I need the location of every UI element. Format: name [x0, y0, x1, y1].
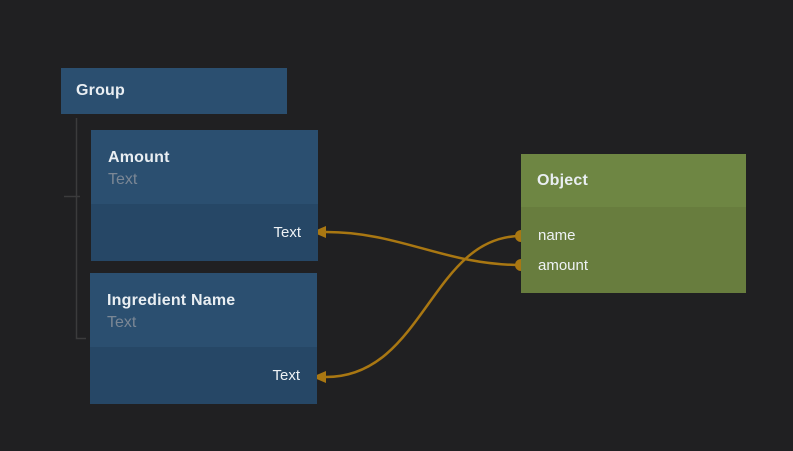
- amount-title: Amount: [108, 149, 170, 166]
- object-field-amount[interactable]: amount: [521, 250, 746, 280]
- amount-body: Text: [91, 204, 318, 261]
- object-body: name amount: [521, 207, 746, 293]
- wire-amount-to-amount-text[interactable]: [325, 230, 522, 267]
- wire-name-to-ingredient-text[interactable]: [325, 234, 522, 379]
- ingredient-title: Ingredient Name: [107, 292, 236, 309]
- group-title: Group: [76, 82, 125, 99]
- node-group[interactable]: Group: [61, 68, 287, 114]
- object-title: Object: [537, 171, 588, 189]
- ingredient-text-output[interactable]: Text: [272, 367, 300, 384]
- node-ingredient-name[interactable]: Ingredient Name Text Text: [90, 273, 317, 404]
- node-amount[interactable]: Amount Text Text: [91, 130, 318, 261]
- node-object[interactable]: Object name amount: [521, 154, 746, 293]
- object-field-name-label: name: [538, 226, 576, 244]
- object-field-name[interactable]: name: [521, 220, 746, 250]
- ingredient-body: Text: [90, 347, 317, 404]
- amount-subtitle: Text: [108, 171, 138, 188]
- ingredient-subtitle: Text: [107, 314, 137, 331]
- object-field-amount-label: amount: [538, 256, 589, 274]
- amount-text-output[interactable]: Text: [273, 224, 301, 241]
- object-header: Object: [521, 154, 746, 207]
- tree-connector-line: [75, 118, 86, 340]
- amount-header: Amount Text: [91, 130, 318, 204]
- ingredient-header: Ingredient Name Text: [90, 273, 317, 347]
